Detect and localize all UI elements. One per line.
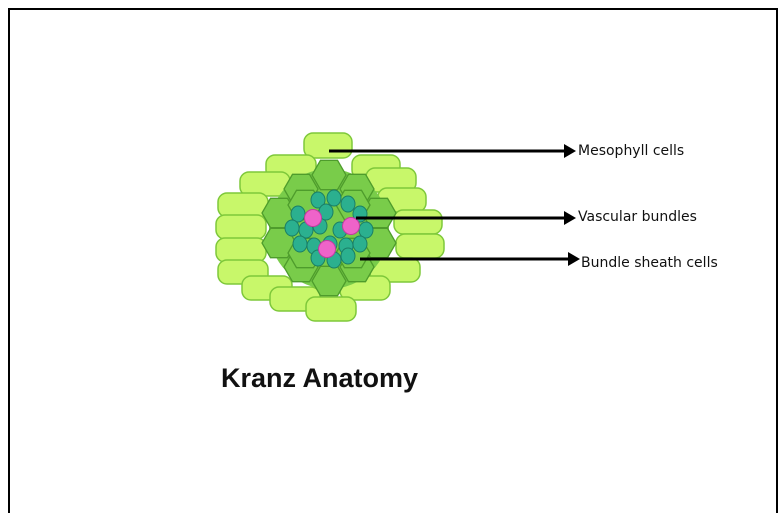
arrow-head: [568, 252, 580, 266]
label-vascular-bundles: Vascular bundles: [578, 209, 697, 225]
vascular-cell: [285, 220, 299, 236]
mesophyll-cell: [394, 210, 442, 234]
label-bundle-sheath-cells: Bundle sheath cells: [581, 255, 718, 271]
vascular-cell: [327, 190, 341, 206]
vascular-bundle: [343, 218, 360, 235]
vascular-cell: [353, 236, 367, 252]
vascular-cell: [341, 196, 355, 212]
label-mesophyll-cells: Mesophyll cells: [578, 143, 684, 159]
arrow-head: [564, 211, 576, 225]
diagram-title: Kranz Anatomy: [221, 363, 418, 394]
mesophyll-cell: [306, 297, 356, 321]
vascular-bundle: [305, 210, 322, 227]
mesophyll-cell: [304, 133, 352, 158]
vascular-cell: [341, 248, 355, 264]
mesophyll-cell: [218, 193, 268, 217]
vascular-cell: [293, 236, 307, 252]
vascular-bundle: [319, 241, 336, 258]
arrow-head: [564, 144, 576, 158]
mesophyll-cell: [216, 238, 266, 262]
mesophyll-cell: [216, 215, 266, 239]
mesophyll-cell: [396, 234, 444, 258]
